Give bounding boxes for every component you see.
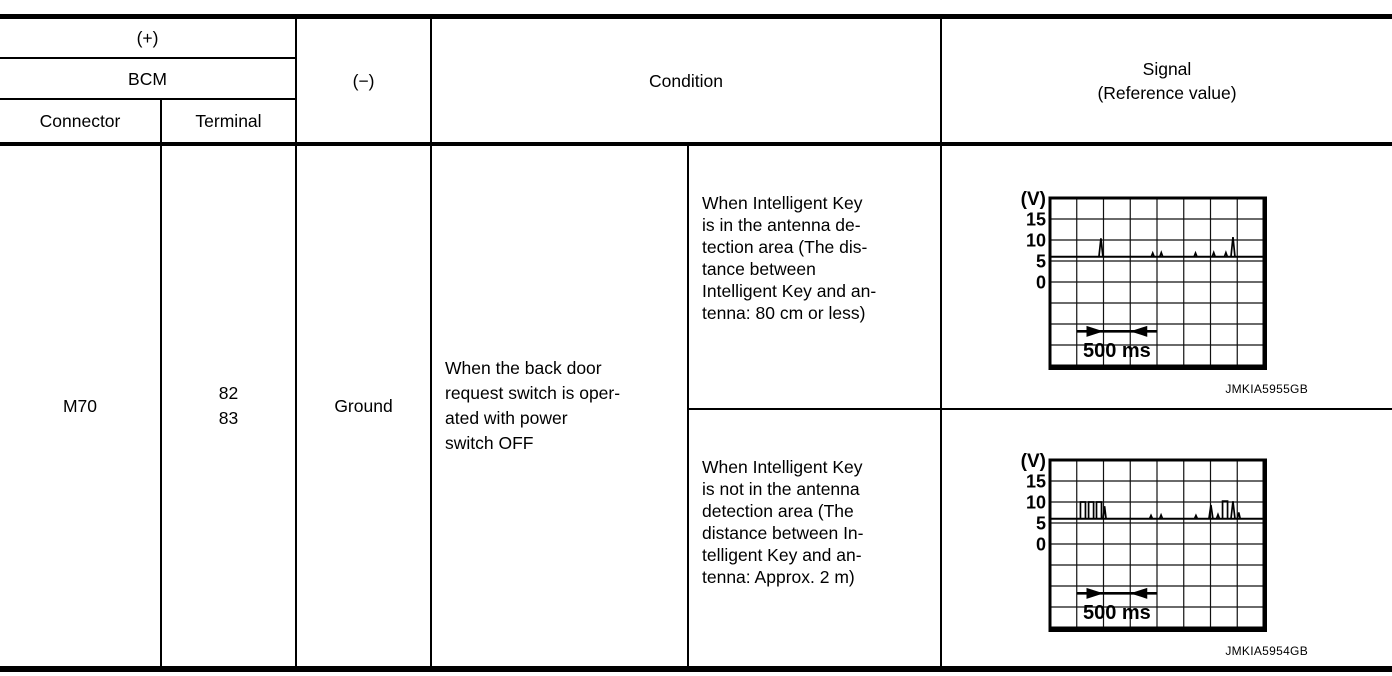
cell-ground: Ground bbox=[334, 396, 393, 416]
header-bcm: BCM bbox=[128, 68, 167, 89]
svg-text:10: 10 bbox=[1026, 231, 1046, 251]
figure-code-2: JMKIA5954GB bbox=[1225, 644, 1308, 658]
svg-text:5: 5 bbox=[1036, 514, 1046, 534]
subrow-divider bbox=[687, 408, 1392, 410]
table-border-top bbox=[0, 14, 1392, 19]
column-divider-terminal-minus bbox=[295, 14, 297, 666]
svg-text:15: 15 bbox=[1026, 472, 1046, 492]
svg-text:0: 0 bbox=[1036, 273, 1046, 293]
svg-text:10: 10 bbox=[1026, 493, 1046, 513]
header-terminal: Terminal bbox=[195, 111, 262, 131]
svg-text:15: 15 bbox=[1026, 210, 1046, 230]
header-separator bbox=[0, 142, 1392, 146]
header-minus: (−) bbox=[352, 70, 375, 91]
header-condition: Condition bbox=[649, 70, 723, 91]
column-divider-minus-condition bbox=[430, 14, 432, 666]
rule-under-plus bbox=[0, 57, 295, 59]
column-divider-connector-terminal bbox=[160, 98, 162, 666]
column-divider-condition-signal bbox=[940, 14, 942, 666]
figure-code-1: JMKIA5955GB bbox=[1225, 382, 1308, 396]
cell-connector-value: M70 bbox=[62, 396, 98, 416]
cell-subcondition-1: When Intelligent Key is in the antenna d… bbox=[702, 193, 877, 323]
header-plus: (+) bbox=[136, 28, 159, 48]
cell-terminal-values: 82 83 bbox=[218, 383, 239, 428]
header-signal: Signal (Reference value) bbox=[1097, 58, 1237, 103]
cell-subcondition-2: When Intelligent Key is not in the anten… bbox=[702, 457, 864, 587]
svg-text:500 ms: 500 ms bbox=[1083, 602, 1151, 624]
column-divider-condition-sub bbox=[687, 142, 689, 666]
svg-text:5: 5 bbox=[1036, 252, 1046, 272]
svg-text:(V): (V) bbox=[1021, 452, 1046, 472]
cell-condition-main: When the back door request switch is ope… bbox=[445, 358, 621, 453]
svg-text:(V): (V) bbox=[1021, 190, 1046, 210]
header-connector: Connector bbox=[39, 111, 121, 131]
rule-under-bcm bbox=[0, 98, 295, 100]
table-border-bottom bbox=[0, 666, 1392, 672]
svg-text:500 ms: 500 ms bbox=[1083, 340, 1151, 362]
svg-text:0: 0 bbox=[1036, 535, 1046, 555]
